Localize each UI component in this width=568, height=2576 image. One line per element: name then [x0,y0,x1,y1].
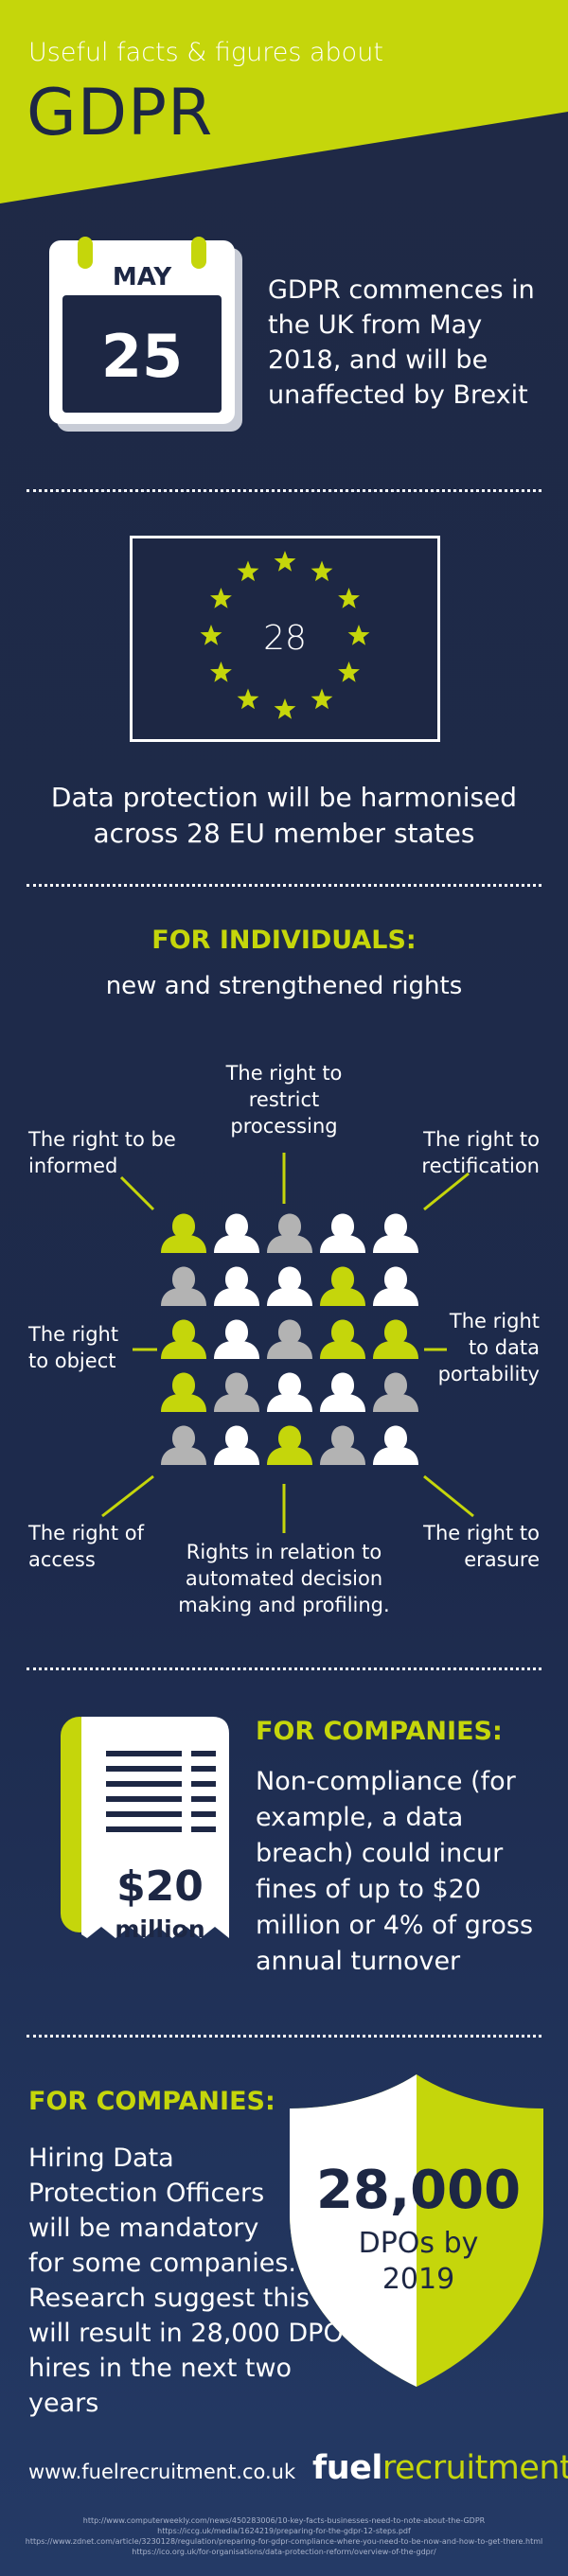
divider [27,489,541,492]
companies-heading-2: FOR COMPANIES: [28,2087,275,2116]
companies-heading-1: FOR COMPANIES: [256,1717,503,1746]
reference-link[interactable]: https://iccg.uk/media/1624219/preparing-… [157,2527,411,2535]
person-icon [373,1372,418,1412]
reference-link[interactable]: http://www.computerweekly.com/news/45028… [82,2516,486,2525]
connector-rectification [423,1172,470,1211]
person-icon [373,1213,418,1253]
person-icon [373,1425,418,1465]
person-icon [161,1425,206,1465]
eu-star-icon [338,588,360,609]
right-erasure: The right to erasure [423,1522,540,1571]
right-access: The right of access [28,1522,144,1571]
eu-star-icon [200,625,222,645]
person-icon [373,1319,418,1359]
eu-star-icon [274,698,296,719]
connector-informed [119,1175,155,1211]
person-icon [320,1372,365,1412]
person-icon [267,1266,312,1306]
right-rectification: The right to rectification [421,1128,540,1177]
calendar-day: 25 [100,322,184,391]
divider [27,884,541,887]
divider [27,1667,541,1670]
person-icon [161,1372,206,1412]
person-icon [214,1266,259,1306]
person-icon [214,1425,259,1465]
person-icon [267,1213,312,1253]
person-icon [161,1266,206,1306]
person-icon [161,1319,206,1359]
person-icon [214,1213,259,1253]
right-restrict: The right to restrict processing [225,1062,343,1138]
eu-star-icon [210,588,232,609]
individuals-heading: FOR INDIVIDUALS: [151,926,417,955]
person-icon [320,1213,365,1253]
reference-link[interactable]: https://ico.org.uk/for-organisations/dat… [132,2548,436,2556]
eu-text-line2: across 28 EU member states [93,818,475,849]
eu-star-icon [347,625,370,645]
person-icon [320,1425,365,1465]
person-icon [267,1425,312,1465]
right-automated: Rights in relation to automated decision… [178,1541,390,1616]
eu-number: 28 [263,619,307,658]
eu-star-icon [311,688,333,710]
calendar-month: MAY [112,263,172,291]
eu-star-icon [210,662,232,682]
header-banner [0,0,568,203]
right-object: The right to object [28,1323,119,1372]
companies-text-2: Hiring Data Protection Officers will be … [28,2144,344,2418]
eu-flag-icon [130,536,440,742]
eu-text-line1: Data protection will be harmonised [50,782,518,813]
dpo-subtitle: DPOs by 2019 [358,2227,479,2296]
connector-access [101,1474,154,1518]
calendar-text: GDPR commences in the UK from May 2018, … [268,275,535,410]
divider [27,2035,541,2038]
eu-star-icon [237,688,259,710]
companies-text-1: Non-compliance (for example, a data brea… [256,1767,534,1976]
right-portability: The right to data portability [437,1310,540,1385]
fuel-recruitment-logo: fuelrecruitment [312,2449,568,2487]
references: http://www.computerweekly.com/news/45028… [0,2515,568,2557]
calendar-icon [49,237,242,432]
person-icon [320,1319,365,1359]
individuals-subheading: new and strengthened rights [105,972,463,1000]
header-subtitle: Useful facts & figures about [28,38,383,67]
shield-icon [290,2074,543,2387]
eu-star-icon [237,560,259,582]
person-icon [214,1372,259,1412]
fine-amount: $20 [116,1862,204,1911]
rights-diagram [101,1153,474,1533]
receipt-icon [61,1717,229,1938]
person-icon [373,1266,418,1306]
fine-unit: million [115,1915,205,1943]
header-title: GDPR [27,76,214,150]
eu-text: Data protection will be harmonised acros… [0,780,568,852]
eu-star-icon [274,551,296,572]
person-icon [267,1372,312,1412]
person-icon [267,1319,312,1359]
connector-erasure [423,1474,474,1518]
eu-star-icon [311,560,333,582]
dpo-number: 28,000 [315,2160,522,2221]
eu-star-icon [338,662,360,682]
person-icon [161,1213,206,1253]
reference-link[interactable]: https://www.zdnet.com/article/3230128/re… [25,2537,543,2546]
website-link[interactable]: www.fuelrecruitment.co.uk [28,2461,296,2483]
person-icon [320,1266,365,1306]
person-icon [214,1319,259,1359]
right-informed: The right to be informed [28,1128,176,1177]
